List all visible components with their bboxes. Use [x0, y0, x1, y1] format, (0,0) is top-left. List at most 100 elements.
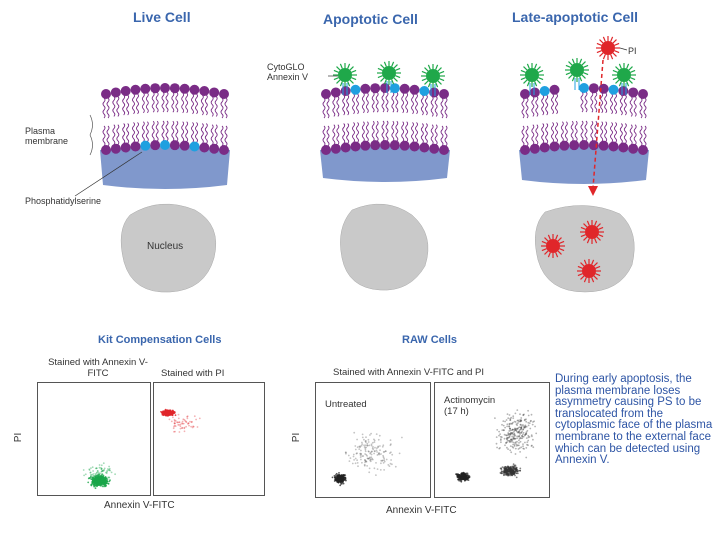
ps-annexin-link — [529, 83, 535, 95]
ps-head — [389, 83, 400, 94]
stained-pi-label: Stained with PI — [161, 368, 225, 379]
lipid-head — [219, 89, 229, 99]
annexin-only-plot — [37, 382, 151, 496]
cell-diagram — [74, 36, 649, 293]
lipid-head — [579, 140, 589, 150]
lipid-head — [618, 86, 629, 96]
lipid-head — [110, 143, 121, 154]
lipid-head — [360, 83, 371, 94]
annexin-v-marker — [565, 58, 589, 82]
lipid-head — [209, 143, 220, 154]
lipid-head — [399, 140, 410, 151]
phosphatidylserine-leader — [74, 151, 143, 197]
lipid-head — [150, 140, 161, 151]
lipid-head — [360, 140, 371, 151]
kit-x-axis-label: Annexin V-FITC — [104, 500, 175, 511]
live-cell-title: Live Cell — [133, 9, 191, 25]
lipid-head — [340, 86, 351, 96]
lipid-head — [389, 140, 400, 151]
lipid-head — [399, 83, 410, 94]
plasma-membrane-label: Plasma membrane — [25, 126, 69, 146]
cytoplasm-band — [519, 146, 649, 184]
lipid-head — [638, 145, 648, 155]
lipid-head — [120, 142, 131, 153]
lipid-head — [439, 145, 449, 155]
lipid-head — [340, 142, 351, 153]
lipid-head — [130, 141, 141, 152]
lipid-head — [409, 84, 420, 95]
pi-entry-arrow — [592, 59, 604, 189]
lipid-head — [529, 143, 540, 154]
lipid-head — [638, 89, 648, 99]
cytoplasm-band — [320, 146, 450, 182]
late-apoptotic-membrane — [519, 83, 649, 184]
plasma-membrane-bracket — [89, 114, 93, 156]
ps-annexin-link — [386, 81, 392, 93]
lipid-head — [179, 140, 190, 151]
pi-arrow-head — [588, 186, 598, 196]
pi-marker — [596, 36, 620, 60]
ps-head — [419, 86, 430, 96]
lipid-head — [549, 84, 560, 95]
lipid-head — [520, 145, 530, 155]
phosphatidylserine-label: Phosphatidylserine — [25, 196, 102, 206]
lipid-head — [330, 87, 341, 98]
ps-head — [608, 84, 619, 95]
annexin-v-marker — [612, 63, 636, 87]
ps-head — [350, 84, 361, 95]
lipid-head — [101, 89, 111, 99]
ps-head — [579, 83, 589, 93]
pi-leader — [619, 47, 628, 51]
annexin-v-marker — [377, 61, 401, 85]
ps-annexin-link — [621, 83, 627, 95]
lipid-head — [370, 83, 381, 94]
lipid-head — [199, 86, 210, 96]
untreated-label: Untreated — [325, 399, 367, 410]
stained-both-label: Stained with Annexin V-FITC and PI — [333, 367, 485, 378]
lipid-head — [628, 143, 639, 154]
lipid-head — [559, 140, 570, 151]
raw-y-axis-label: PI — [291, 432, 303, 443]
lipid-head — [628, 87, 639, 98]
cytoplasm-band — [100, 146, 230, 189]
apoptotic-cell-title: Apoptotic Cell — [323, 11, 418, 27]
lipid-head — [150, 83, 161, 94]
lipid-head — [130, 84, 141, 95]
lipid-head — [169, 140, 180, 151]
apoptosis-description: During early apoptosis, the plasma membr… — [555, 373, 713, 467]
annexin-v-marker — [333, 63, 357, 87]
lipid-head — [529, 87, 540, 98]
lipid-head — [189, 84, 200, 95]
lipid-head — [370, 140, 381, 151]
ps-annexin-link — [574, 78, 580, 90]
lipid-head — [321, 145, 331, 155]
lipid-head — [179, 83, 190, 94]
lipid-head — [608, 141, 619, 152]
pi-label: PI — [628, 46, 637, 56]
untreated-plot: Untreated — [315, 382, 431, 498]
lipid-head — [429, 87, 440, 98]
lipid-head — [569, 140, 580, 151]
ps-head — [160, 140, 170, 150]
annexin-v-marker — [520, 63, 544, 87]
lipid-head — [140, 83, 151, 94]
ps-head — [539, 86, 550, 96]
ps-head — [189, 141, 200, 152]
lipid-head — [539, 142, 550, 153]
pi-marker-nucleus — [541, 234, 565, 258]
nucleus-label: Nucleus — [147, 241, 184, 252]
annexin-v-marker — [421, 64, 445, 88]
lipid-head — [409, 141, 420, 152]
lipid-head — [101, 145, 111, 155]
lipid-head — [618, 142, 629, 153]
pi-only-plot — [153, 382, 265, 496]
lipid-head — [439, 89, 449, 99]
lipid-head — [169, 83, 180, 94]
lipid-head — [429, 143, 440, 154]
lipid-head — [588, 140, 599, 151]
actinomycin-plot: Actinomycin (17 h) — [434, 382, 550, 498]
lipid-head — [520, 89, 530, 99]
lipid-head — [380, 140, 390, 150]
lipid-head — [598, 140, 609, 151]
lipid-head — [588, 83, 599, 94]
